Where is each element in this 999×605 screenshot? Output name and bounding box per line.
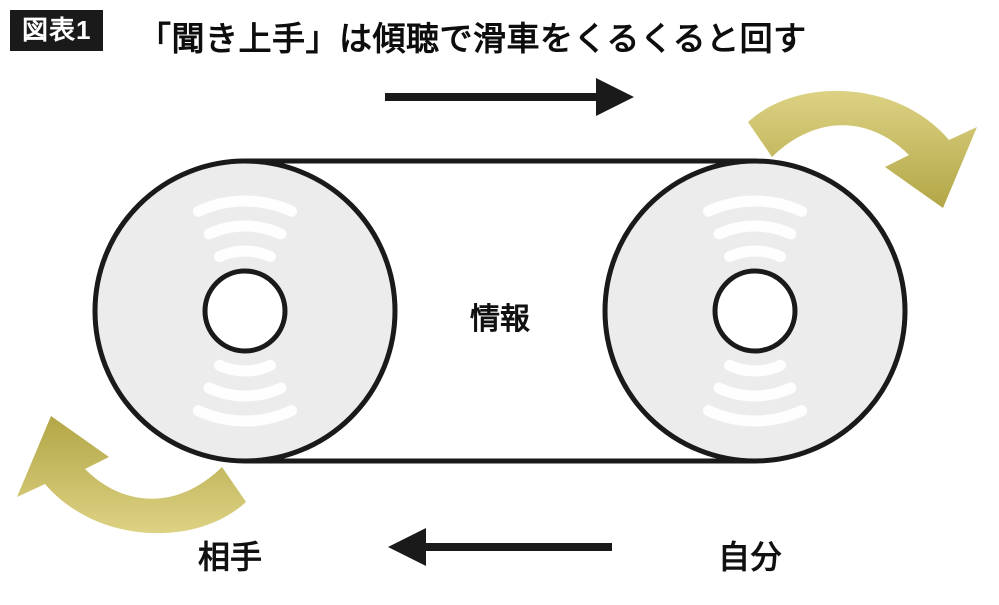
figure-title: 「聞き上手」は傾聴で滑車をくるくると回す	[138, 20, 807, 57]
left-pulley-label-partner: 相手	[197, 539, 262, 575]
belt-label-information: 情報	[470, 303, 530, 336]
figure-number-badge: 図表1	[10, 10, 104, 51]
belt-direction-arrow-top	[385, 78, 634, 116]
left-pulley	[95, 161, 395, 461]
right-pulley-label-self: 自分	[717, 539, 782, 575]
right-pulley	[605, 161, 905, 461]
belt-direction-arrow-bottom	[388, 528, 612, 566]
